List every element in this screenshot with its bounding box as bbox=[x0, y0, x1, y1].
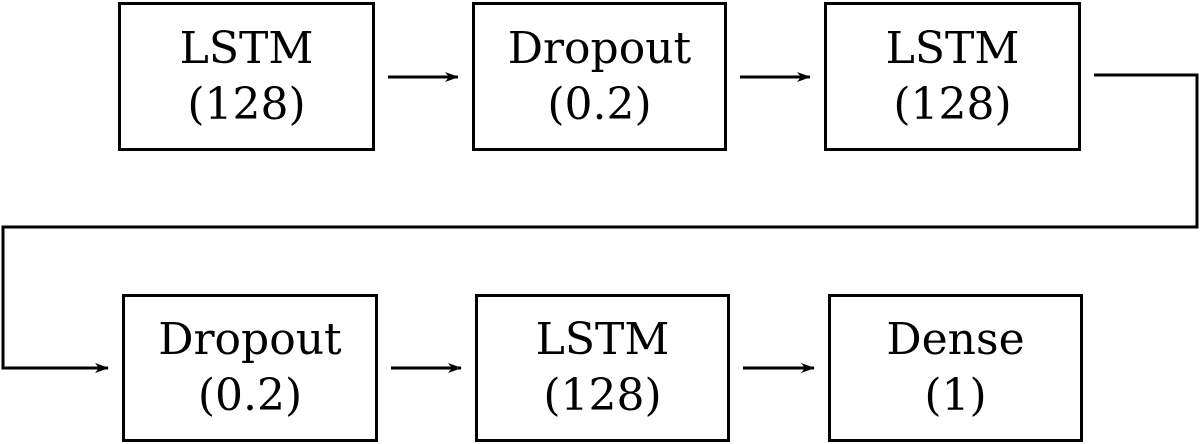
layer-param: (0.2) bbox=[197, 370, 303, 421]
layer-box-lstm-3: LSTM (128) bbox=[475, 294, 730, 442]
layer-param: (128) bbox=[543, 370, 662, 421]
layer-name: Dropout bbox=[158, 314, 342, 365]
layer-param: (1) bbox=[924, 370, 987, 421]
layer-box-lstm-1: LSTM (128) bbox=[118, 2, 375, 151]
layer-name: Dropout bbox=[507, 22, 692, 74]
layer-param: (128) bbox=[187, 78, 306, 130]
layer-box-dropout-2: Dropout (0.2) bbox=[122, 294, 378, 442]
layer-name: Dense bbox=[886, 314, 1025, 365]
arrow-n3-n4-wrap bbox=[1, 73, 1199, 373]
layer-box-dense: Dense (1) bbox=[828, 294, 1083, 442]
layer-name: LSTM bbox=[885, 22, 1020, 74]
layer-name: LSTM bbox=[179, 22, 314, 74]
layer-param: (0.2) bbox=[547, 78, 652, 130]
layer-name: LSTM bbox=[535, 314, 670, 365]
layer-box-lstm-2: LSTM (128) bbox=[824, 2, 1081, 151]
layer-box-dropout-1: Dropout (0.2) bbox=[472, 2, 727, 151]
layer-param: (128) bbox=[893, 78, 1012, 130]
